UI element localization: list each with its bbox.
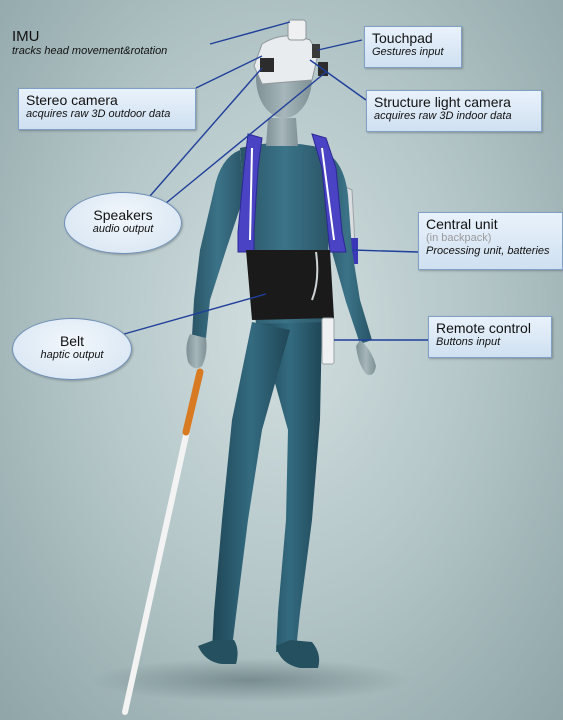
structure-light-camera-title: Structure light camera (374, 94, 534, 110)
stereo-camera-title: Stereo camera (26, 92, 188, 108)
touchpad-device (312, 44, 320, 58)
central-unit-desc: Processing unit, batteries (426, 245, 555, 258)
touchpad-title: Touchpad (372, 30, 454, 46)
imu-sensor (288, 20, 306, 40)
left-hand (186, 334, 206, 368)
belt-title: Belt (13, 333, 131, 349)
belt-callout: Belt haptic output (12, 318, 132, 380)
central-unit-callout: Central unit (in backpack) Processing un… (418, 212, 563, 270)
remote-control-title: Remote control (436, 320, 544, 336)
structure-light-camera-desc: acquires raw 3D indoor data (374, 110, 534, 123)
structure-light-camera-callout: Structure light camera acquires raw 3D i… (366, 90, 542, 132)
belt-desc: haptic output (13, 349, 131, 362)
touchpad-desc: Gestures input (372, 46, 454, 59)
left-arm (192, 150, 244, 338)
cane-handle (186, 372, 200, 432)
remote-control-desc: Buttons input (436, 336, 544, 349)
speakers-desc: audio output (65, 223, 181, 236)
central-unit-note: (in backpack) (426, 232, 555, 245)
imu-title: IMU (12, 28, 167, 45)
stereo-camera-callout: Stereo camera acquires raw 3D outdoor da… (18, 88, 196, 130)
left-leg (212, 322, 290, 650)
speakers-callout: Speakers audio output (64, 192, 182, 254)
speakers-title: Speakers (65, 207, 181, 223)
imu-desc: tracks head movement&rotation (12, 45, 167, 58)
stereo-camera-desc: acquires raw 3D outdoor data (26, 108, 188, 121)
stereo-camera-lens (260, 58, 274, 72)
remote-control-device (322, 318, 334, 364)
haptic-belt (246, 250, 334, 320)
right-hand (356, 340, 376, 375)
remote-control-callout: Remote control Buttons input (428, 316, 552, 358)
central-unit-title: Central unit (426, 216, 555, 232)
touchpad-callout: Touchpad Gestures input (364, 26, 462, 68)
neck (266, 118, 298, 146)
imu-label: IMU tracks head movement&rotation (12, 28, 167, 58)
